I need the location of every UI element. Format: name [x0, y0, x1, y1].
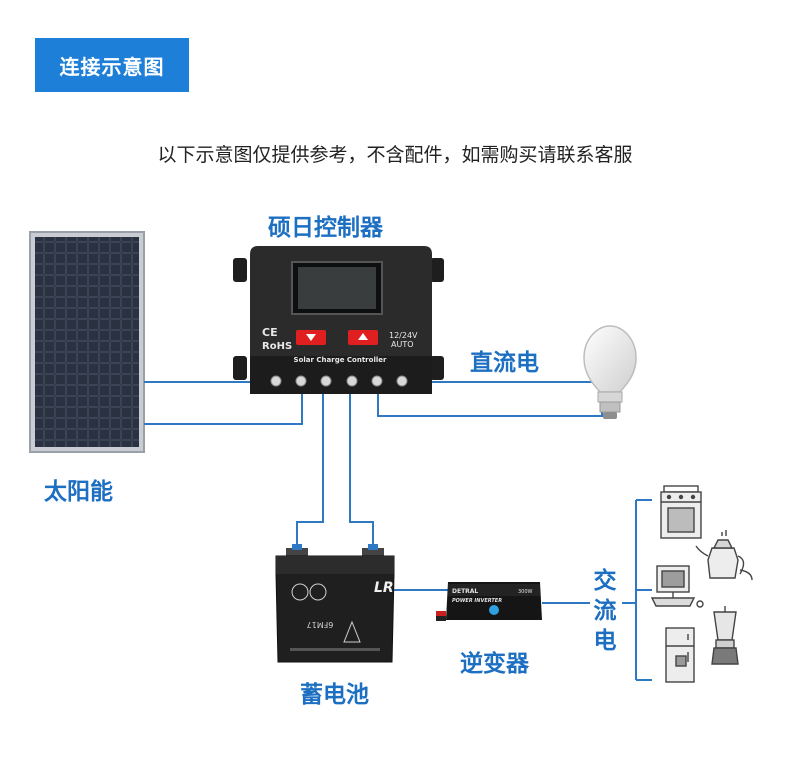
- dc-bulb: [583, 325, 637, 419]
- charge-controller: CE RoHS 12/24V AUTO Solar Charge Control…: [233, 246, 444, 394]
- controller-label: 硕日控制器: [268, 215, 383, 241]
- blender-icon: [711, 606, 739, 665]
- section-title: 连接示意图: [59, 54, 165, 79]
- computer-icon: [650, 565, 704, 608]
- ac-label-char-3: 电: [593, 628, 617, 654]
- battery-brand-mark: LR: [374, 580, 394, 596]
- ac-label-char-2: 流: [593, 598, 617, 624]
- wire-battery-negative: [349, 390, 374, 556]
- wiring: [144, 381, 652, 681]
- kettle-icon: [695, 530, 753, 581]
- rohs-mark: RoHS: [262, 341, 292, 352]
- battery: LR 6FM17: [275, 544, 395, 663]
- fridge-icon: [665, 627, 695, 683]
- mode-text: AUTO: [391, 340, 414, 349]
- inverter: DETRAL POWER INVERTER 300W: [436, 582, 542, 621]
- section-title-badge: 连接示意图: [35, 38, 189, 92]
- battery-model-text: 6FM17: [307, 620, 334, 629]
- ac-load-label: 交 流 电: [590, 566, 620, 656]
- dc-load-label: 直流电: [470, 350, 539, 376]
- wire-solar-negative: [144, 386, 303, 425]
- battery-label: 蓄电池: [300, 682, 369, 708]
- controller-panel-text: Solar Charge Controller: [294, 356, 387, 364]
- inverter-brand-text: DETRAL: [452, 588, 478, 595]
- stove-icon: [660, 485, 702, 539]
- inverter-label: 逆变器: [460, 651, 529, 677]
- inverter-title-text: POWER INVERTER: [452, 598, 502, 604]
- wire-battery-positive: [296, 390, 324, 556]
- ac-label-char-1: 交: [593, 568, 617, 594]
- wire-ac-bracket: [622, 499, 652, 681]
- ac-appliances: [650, 485, 753, 683]
- ce-mark: CE: [262, 326, 278, 339]
- page-subtitle: 以下示意图仅提供参考，不含配件，如需购买请联系客服: [157, 144, 633, 166]
- voltage-text: 12/24V: [389, 331, 418, 340]
- solar-panel-label: 太阳能: [44, 479, 113, 505]
- inverter-rating-text: 300W: [518, 589, 533, 595]
- solar-panel: [29, 231, 145, 453]
